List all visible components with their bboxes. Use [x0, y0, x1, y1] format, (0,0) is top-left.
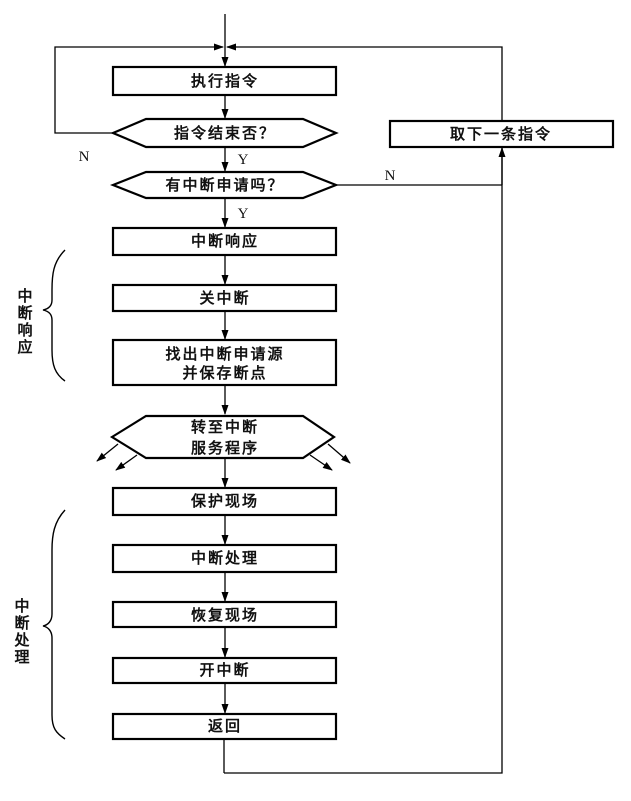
goto-isr-label-2: 服务程序 — [191, 439, 259, 457]
branch-arrow — [327, 443, 351, 464]
processing-group-char: 处 — [13, 631, 30, 649]
instr-end-decision — [110, 117, 339, 149]
branch-arrow — [96, 443, 119, 462]
find-source-label-2: 并保存断点 — [182, 364, 267, 382]
irq-process-label: 中断处理 — [191, 549, 259, 567]
fetch-next-label: 取下一条指令 — [450, 125, 552, 143]
processing-brace — [42, 509, 66, 740]
response-group-char: 响 — [17, 321, 32, 339]
has-irq-no-label: N — [385, 168, 396, 184]
fetch-next-box — [388, 119, 615, 149]
exec-instruction-label: 执行指令 — [191, 72, 259, 90]
find-source-label-1: 找出中断申请源 — [165, 345, 284, 363]
branch-arrow — [115, 454, 138, 471]
instr-end-label: 指令结束否？ — [174, 124, 276, 142]
goto-isr-hexagon — [109, 414, 336, 460]
restore-context-box — [111, 600, 338, 629]
processing-group-char: 中 — [14, 597, 29, 615]
return-loop-arrow — [224, 43, 503, 774]
response-group-char: 应 — [17, 338, 32, 356]
return-box — [111, 712, 338, 741]
loop-back-n-arrow — [54, 43, 224, 134]
branch-arrow — [309, 454, 333, 471]
processing-group-char: 理 — [14, 648, 29, 666]
has-irq-yes-label: Y — [238, 206, 249, 222]
enable-irq-box — [111, 656, 338, 685]
disable-irq-label: 关中断 — [199, 289, 250, 307]
instr-end-yes-label: Y — [238, 152, 249, 168]
has-irq-label: 有中断申请吗？ — [165, 176, 284, 194]
exec-instruction-box — [111, 65, 338, 97]
response-group-char: 中 — [17, 287, 32, 305]
irq-response-label: 中断响应 — [191, 232, 259, 250]
irq-process-box — [111, 543, 338, 574]
enable-irq-label: 开中断 — [199, 661, 250, 679]
instr-end-no-label: N — [79, 149, 90, 165]
find-source-box — [111, 338, 338, 387]
save-context-label: 保护现场 — [190, 492, 259, 510]
return-label: 返回 — [208, 717, 242, 735]
response-brace — [42, 249, 66, 382]
disable-irq-box — [111, 283, 338, 313]
processing-group-char: 断 — [14, 614, 29, 632]
response-group-char: 断 — [17, 304, 32, 322]
goto-isr-label-1: 转至中断 — [191, 418, 259, 436]
restore-context-label: 恢复现场 — [191, 606, 259, 624]
